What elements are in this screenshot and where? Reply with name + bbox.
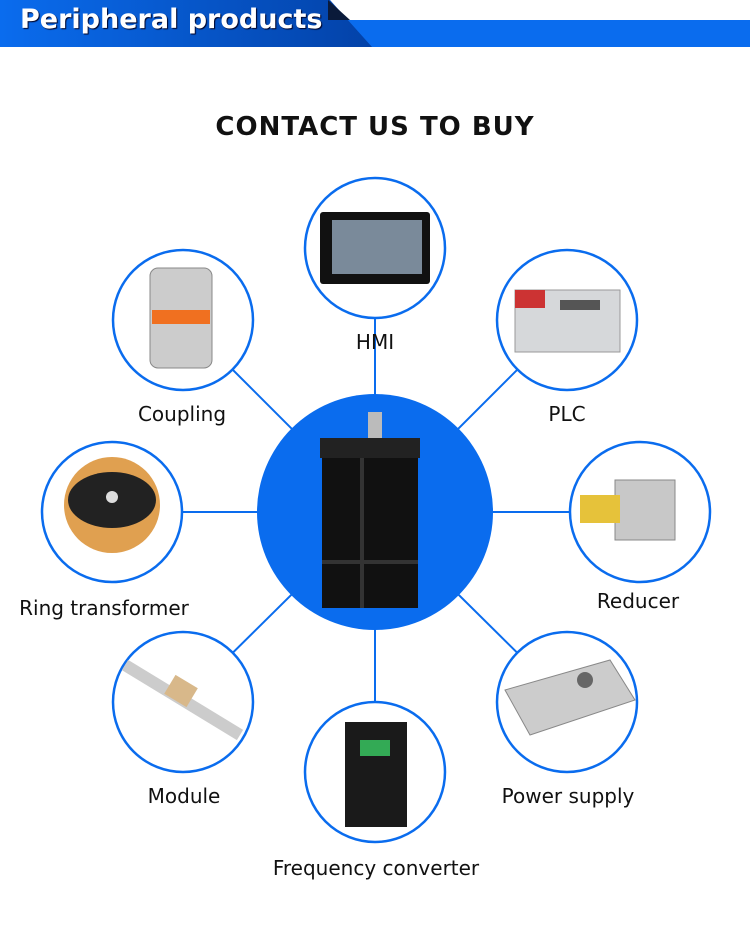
page-title: Peripheral products [20, 4, 323, 35]
reducer-icon [580, 479, 676, 541]
label-power-supply: Power supply [501, 784, 635, 808]
label-plc: PLC [548, 402, 586, 426]
ring-transformer-icon [64, 457, 160, 553]
label-reducer: Reducer [596, 589, 680, 613]
label-coupling: Coupling [137, 402, 227, 426]
module-icon [121, 659, 244, 741]
coupling-icon [149, 267, 213, 369]
label-frequency-converter: Frequency converter [272, 856, 480, 880]
label-module: Module [147, 784, 221, 808]
label-ring-transformer: Ring transformer [19, 596, 189, 620]
header-banner [0, 0, 372, 47]
label-hmi: HMI [355, 330, 395, 354]
contact-heading: CONTACT US TO BUY [215, 112, 535, 142]
power-supply-icon [504, 659, 636, 736]
plc-icon [514, 289, 621, 353]
hmi-icon [320, 212, 430, 284]
frequency-converter-icon [345, 722, 407, 827]
stepper-motor-icon [257, 394, 493, 630]
